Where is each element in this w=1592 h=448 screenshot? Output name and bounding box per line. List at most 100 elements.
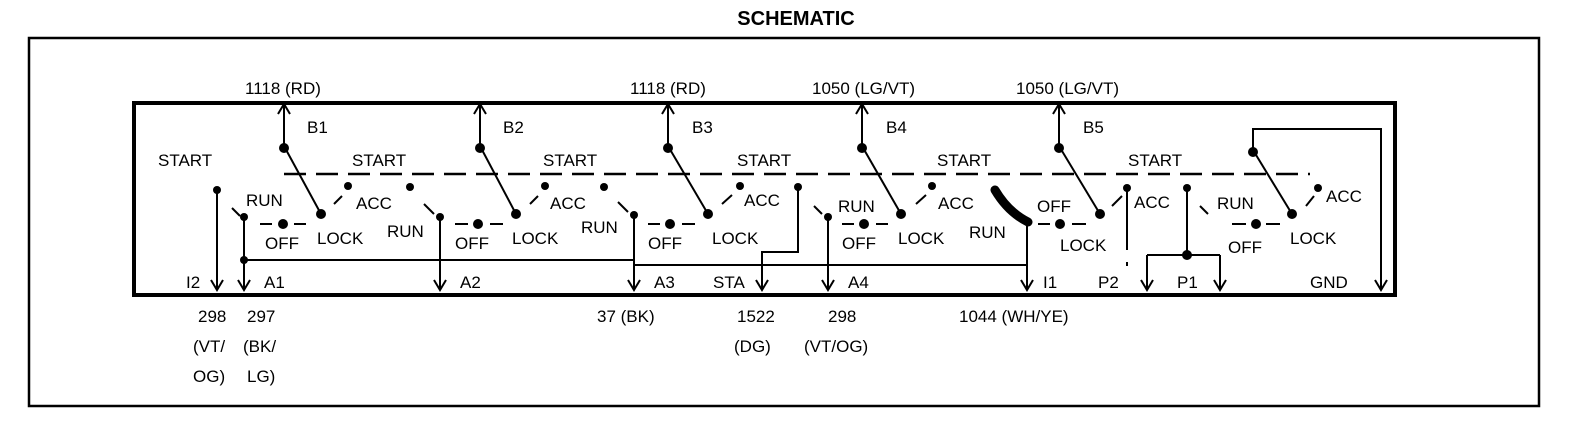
start-label-4: START [737,151,791,170]
wire-a3-label: 37 (BK) [597,307,655,326]
wiper-arm-4 [861,145,902,215]
acc-contact-2 [541,182,549,190]
terminal-gnd-label: GND [1310,273,1348,292]
lock-label-2: LOCK [512,229,559,248]
a2-wire [433,217,447,292]
wire-a1-line2: (BK/ [243,337,276,356]
lock-contact-5 [1095,209,1105,219]
off-label-5: OFF [1037,197,1071,216]
wire-i1-label: 1044 (WH/YE) [959,307,1069,326]
wiper-pivot-1 [279,143,289,153]
contact-arc-2 [423,195,539,225]
wiper-arm-6 [1252,149,1293,215]
switch-section-5: RUN OFF LOCK ACC [969,143,1170,255]
off-contact-3 [665,219,675,229]
run-label-5: RUN [969,223,1006,242]
acc-contact-1 [344,182,352,190]
terminal-a4-label: A4 [848,273,869,292]
wire-sta-line1: 1522 [737,307,775,326]
start-contact-arc-5 [990,185,1033,227]
wiper-arm-1 [283,145,322,215]
off-contact-1 [278,219,288,229]
start-label-1: START [158,151,212,170]
a3-wire [627,215,641,292]
terminal-a3-label: A3 [654,273,675,292]
terminal-p2-label: P2 [1098,273,1119,292]
lock-label-4: LOCK [898,229,945,248]
off-contact-4 [859,219,869,229]
wiper-arm-5 [1058,145,1101,215]
off-label-3: OFF [648,234,682,253]
lock-label-5: LOCK [1060,236,1107,255]
terminal-a1-label: A1 [264,273,285,292]
terminal-b1-arrow [277,102,291,146]
switch-section-3: RUN OFF LOCK ACC [581,143,780,253]
lock-contact-1 [316,209,326,219]
wire-sta-line2: (DG) [734,337,771,356]
a1-wire [237,217,251,292]
acc-label-2: ACC [550,194,586,213]
acc-label-5: ACC [1134,193,1170,212]
terminal-b3-label: B3 [692,118,713,137]
run-label-3: RUN [581,218,618,237]
a4-wire [821,217,835,292]
acc-label-4: ACC [938,194,974,213]
lock-label-6: LOCK [1290,229,1337,248]
start-label-2: START [352,151,406,170]
off-label-2: OFF [455,234,489,253]
bottom-terminal-labels: I2 A1 A2 A3 STA A4 I1 P2 P1 GND [186,273,1348,292]
wire-a4-line1: 298 [828,307,856,326]
wiper-pivot-6 [1248,147,1258,157]
terminal-b4-arrow [855,102,869,146]
lock-contact-3 [703,209,713,219]
wire-label-b5: 1050 (LG/VT) [1016,79,1119,98]
top-wire-labels: 1118 (RD) 1118 (RD) 1050 (LG/VT) 1050 (L… [245,79,1119,98]
start-label-6: START [1128,151,1182,170]
acc-contact-4 [928,182,936,190]
contact-arc-4 [813,194,927,225]
terminal-a2-label: A2 [460,273,481,292]
acc-contact-3 [736,182,744,190]
outer-frame [27,36,1541,408]
lock-label-3: LOCK [712,229,759,248]
bottom-wire-labels: 298 (VT/ OG) 297 (BK/ LG) 37 (BK) 1522 (… [193,307,1069,386]
schematic-title: SCHEMATIC [737,8,854,30]
wire-a1-line3: LG) [247,367,275,386]
wiper-pivot-5 [1054,143,1064,153]
contact-arc-5 [1038,195,1123,225]
wire-i2-line2: (VT/ [193,337,225,356]
terminal-b5-label: B5 [1083,118,1104,137]
internal-wiring [210,187,1227,292]
acc-label-1: ACC [356,194,392,213]
sta-wire [755,187,799,292]
off-label-6: OFF [1228,238,1262,257]
switch-section-1: RUN OFF LOCK ACC [213,143,392,253]
off-contact-2 [473,219,483,229]
run-bus [244,259,1027,266]
run-label-6: RUN [1217,194,1254,213]
acc-label-3: ACC [744,191,780,210]
wire-label-b1: 1118 (RD) [245,79,321,98]
off-label-1: OFF [265,234,299,253]
terminal-b2-arrow [473,102,487,146]
start-contact-3 [600,183,608,191]
i1-wire [1020,222,1034,292]
contact-arc-3 [617,194,733,225]
wiper-arm-2 [479,145,517,215]
switch-housing [132,101,1397,297]
p-junction [1182,250,1192,260]
terminal-sta-label: STA [713,273,745,292]
lock-contact-2 [511,209,521,219]
switch-section-4: RUN OFF LOCK ACC [794,143,974,253]
start-labels: START START START START START START [158,151,1182,170]
wire-label-b3: 1118 (RD) [630,79,706,98]
start-contact-2 [406,183,414,191]
gnd-arrow [1374,279,1388,292]
off-contact-5 [1055,219,1065,229]
run-label-2: RUN [387,222,424,241]
wiper-arm-3 [667,145,709,215]
terminal-b4-label: B4 [886,118,907,137]
terminal-p1-label: P1 [1177,273,1198,292]
terminal-i1-label: I1 [1043,273,1057,292]
